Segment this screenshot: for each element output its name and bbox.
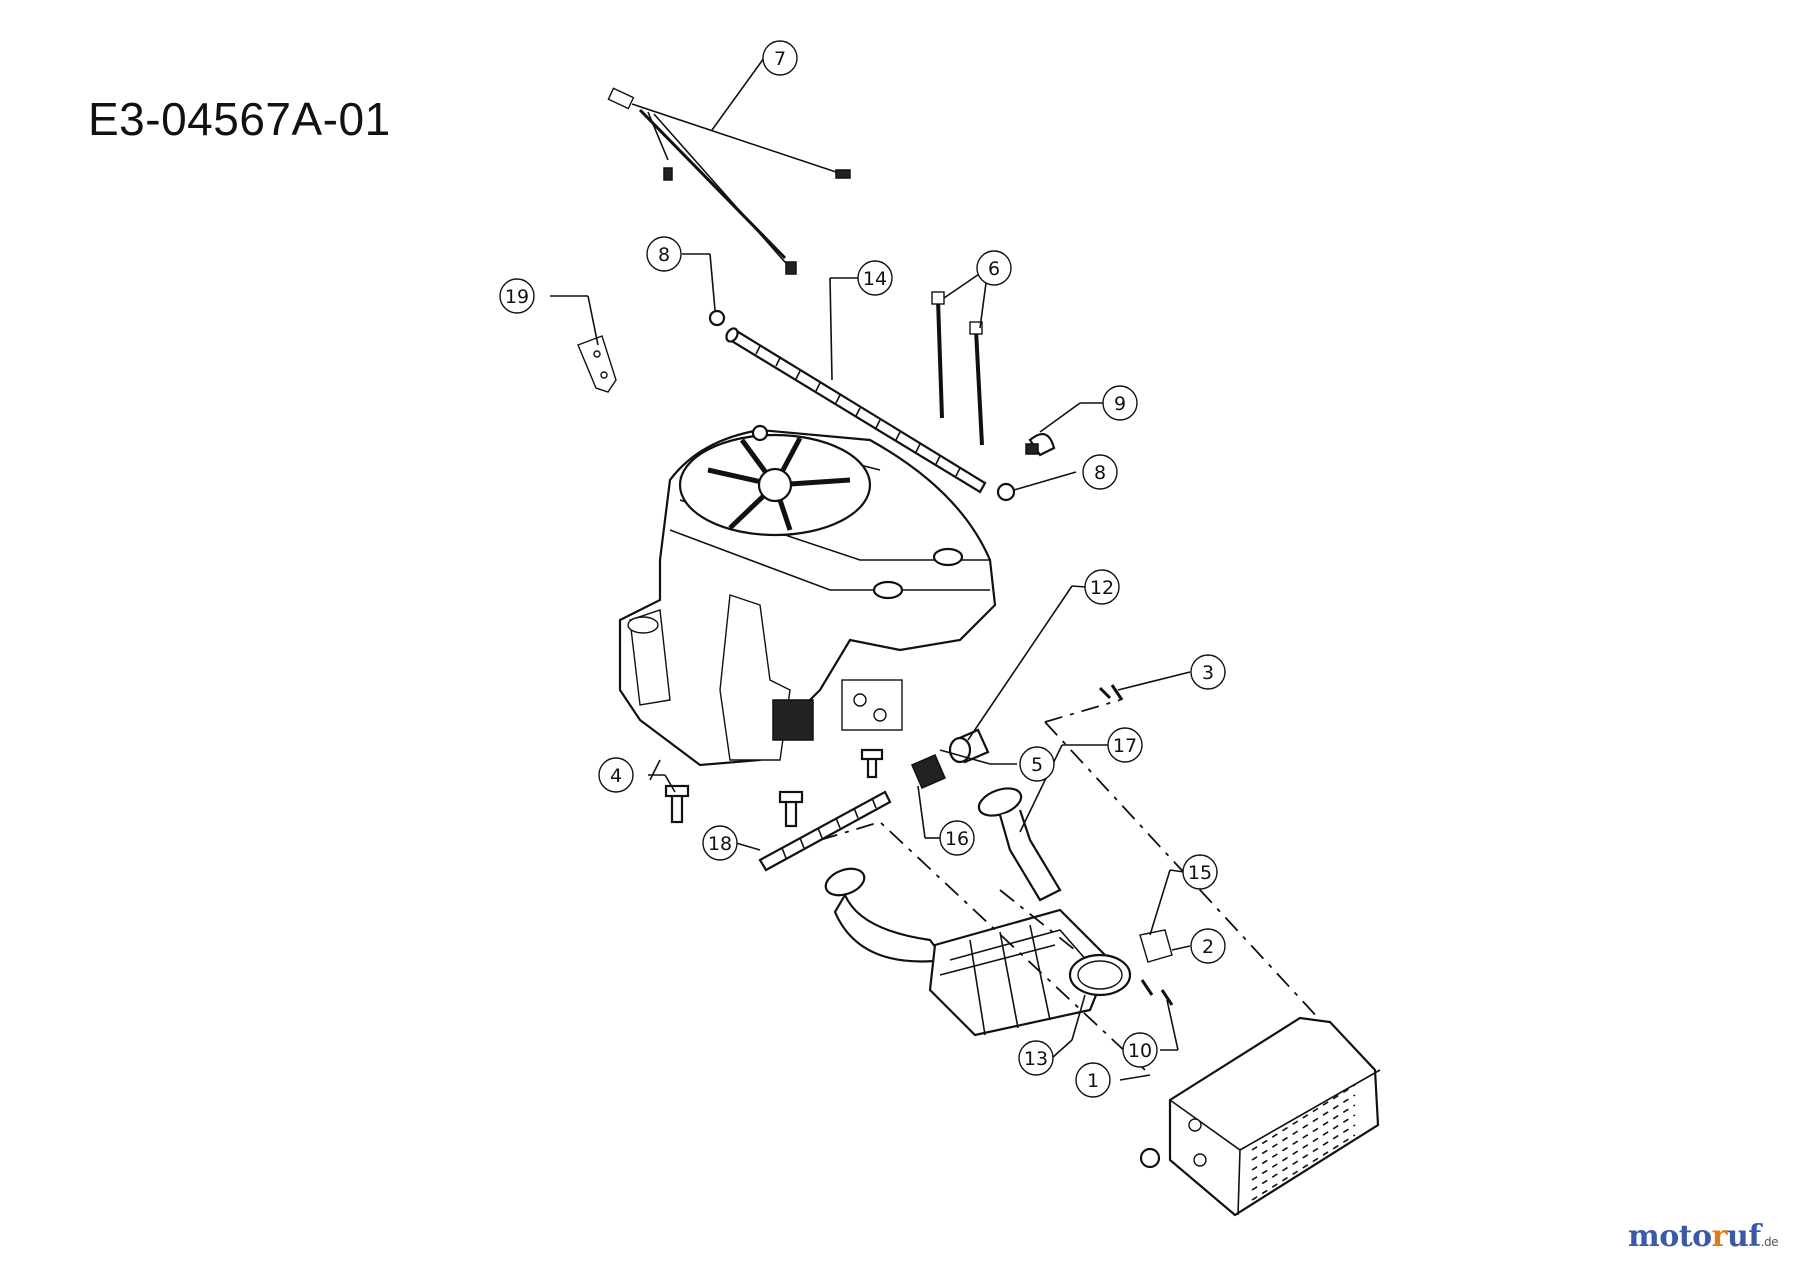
callout-8a-label: 8 [658,244,670,266]
callout-14: 14 [857,260,893,296]
callout-18-label: 18 [708,833,732,855]
part-cable-ties [931,291,984,446]
part-exhaust-pipe-left [824,867,948,963]
callout-10-label: 10 [1128,1040,1152,1062]
part-bolts [664,748,884,828]
part-bracket [577,335,617,393]
part-sleeve-tube [725,327,987,494]
part-muffler [928,908,1173,1037]
callout-1: 1 [1075,1062,1111,1098]
callout-4-label: 4 [610,765,622,787]
callout-16: 16 [939,820,975,856]
callout-8b-label: 8 [1094,462,1106,484]
callout-9-label: 9 [1114,393,1126,415]
callout-16-label: 16 [945,828,969,850]
part-clips [708,309,1016,502]
callout-3-label: 3 [1202,662,1214,684]
callout-13: 13 [1018,1040,1054,1076]
callout-12: 12 [1084,569,1120,605]
callout-6-label: 6 [988,258,1000,280]
callout-19-label: 19 [505,286,529,308]
callout-15: 15 [1182,854,1218,890]
callout-1-label: 1 [1087,1070,1099,1092]
diagram-id: E3-04567A-01 [88,93,391,145]
callout-4: 4 [598,757,634,793]
callout-17-label: 17 [1113,735,1137,757]
callout-17: 17 [1107,727,1143,763]
callout-7: 7 [762,40,798,76]
callout-2-label: 2 [1202,936,1214,958]
part-wire-harness [607,87,851,275]
callout-6: 6 [976,250,1012,286]
part-clamp [1025,433,1056,457]
callout-7-label: 7 [774,48,786,70]
engine-assembly [618,424,997,781]
callout-10: 10 [1122,1032,1158,1068]
callout-5-label: 5 [1031,754,1043,776]
watermark-logo: motoruf.de [1628,1219,1778,1254]
part-exhaust-pipe-right [977,787,1062,902]
callout-18: 18 [702,825,738,861]
callout-9: 9 [1102,385,1138,421]
part-heat-shield [1139,1016,1381,1217]
callout-19: 19 [499,278,535,314]
callout-13-label: 13 [1024,1048,1048,1070]
callout-3: 3 [1190,654,1226,690]
part-sleeve-short [758,790,892,872]
callout-15-label: 15 [1188,862,1212,884]
callout-2: 2 [1190,928,1226,964]
callout-14-label: 14 [863,268,887,290]
callout-8b: 8 [1082,454,1118,490]
callout-8a: 8 [646,236,682,272]
part-screws [1098,684,1174,1006]
callout-12-label: 12 [1090,577,1114,599]
callout-5: 5 [1019,746,1055,782]
part-adapters [911,728,990,789]
